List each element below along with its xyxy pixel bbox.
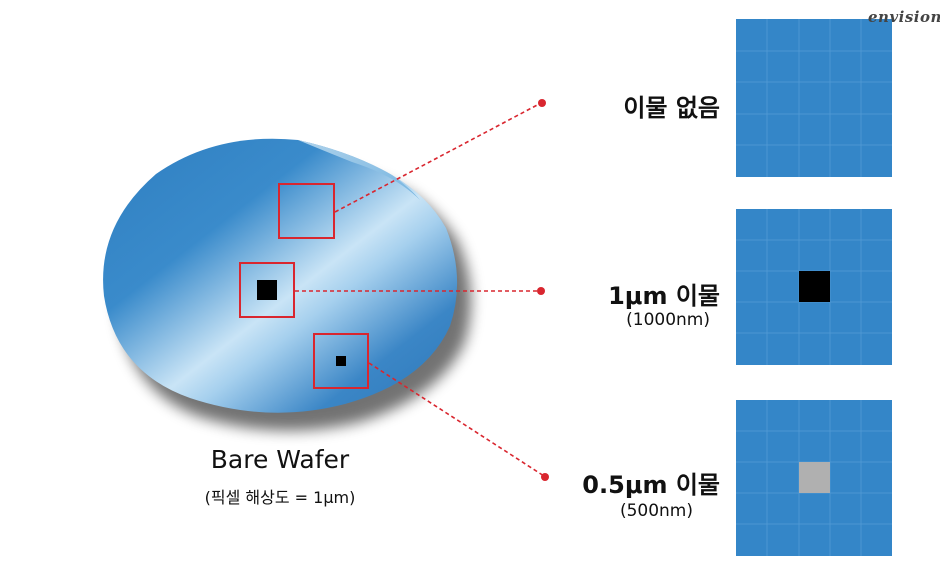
panel-label-05um: 0.5μm 이물	[582, 471, 720, 499]
pixel-panel-05um	[736, 400, 892, 556]
panel-sublabel-05um: (500nm)	[619, 501, 693, 521]
wafer-body	[103, 138, 458, 413]
envision-logo: envision	[868, 8, 940, 26]
pixel-panel-1um	[736, 209, 892, 365]
marker-box-05um	[313, 333, 369, 389]
defect-pixel-black	[799, 271, 830, 302]
pixel-panel-clean	[736, 19, 892, 177]
connector-dot-05um	[541, 473, 549, 481]
marker-box-1um	[239, 262, 295, 318]
connector-dot-1um	[537, 287, 545, 295]
panel-label-clean: 이물 없음	[623, 94, 720, 122]
panel-sublabel-1um: (1000nm)	[626, 310, 710, 330]
wafer-subtitle: (픽셀 해상도 = 1μm)	[204, 488, 356, 507]
wafer-title: Bare Wafer	[210, 445, 350, 474]
connector-line-clean	[334, 102, 542, 213]
connector-line-05um	[368, 362, 545, 477]
connector-dot-clean	[538, 99, 546, 107]
defect-1um-on-wafer	[257, 280, 277, 300]
defect-pixel-gray	[799, 462, 830, 493]
marker-box-clean	[278, 183, 335, 239]
defect-05um-on-wafer	[336, 356, 346, 366]
panel-label-1um: 1μm 이물	[608, 282, 720, 310]
